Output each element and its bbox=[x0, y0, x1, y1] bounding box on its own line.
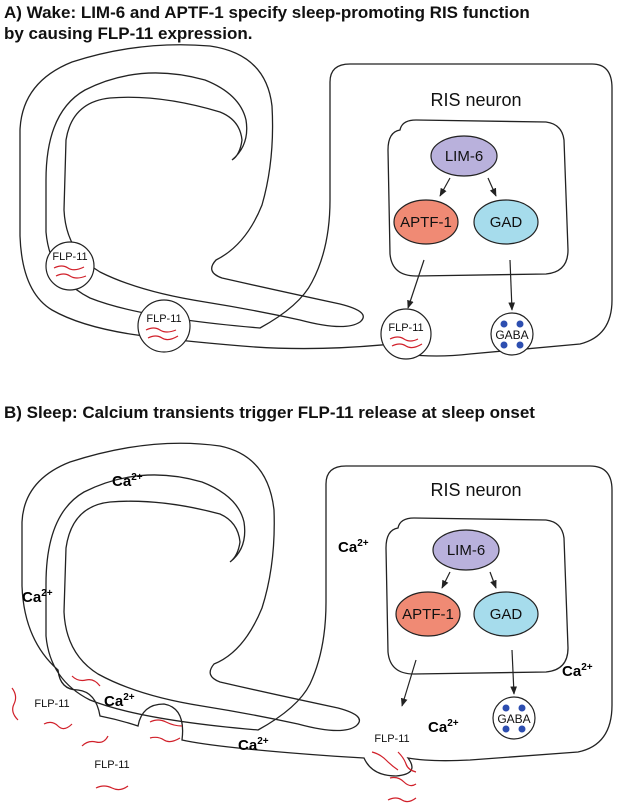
panel-b-arrow-lim6-gad bbox=[489, 571, 497, 589]
panel-a-title-line1: A) Wake: LIM-6 and APTF-1 specify sleep-… bbox=[4, 3, 530, 22]
panel-a-gaba-dot bbox=[516, 320, 524, 328]
panel-b-neuropeptide-line bbox=[43, 721, 73, 730]
panel-a-neuropeptide-line bbox=[389, 336, 419, 342]
panel-b-gad-oval bbox=[473, 591, 539, 637]
ca-label: Ca2+ bbox=[112, 472, 143, 490]
panel-a-neuron-body bbox=[19, 44, 613, 357]
panel-a-nucleus bbox=[387, 119, 569, 277]
panel-b-lim6-oval bbox=[432, 529, 500, 571]
panel-b-neuropeptide-line bbox=[397, 751, 417, 773]
ca-label: Ca2+ bbox=[338, 538, 369, 556]
panel-b-neuropeptide-line bbox=[371, 751, 399, 771]
panel-a-neuron-label: RIS neuron bbox=[430, 90, 521, 110]
ca-label: Ca2+ bbox=[238, 736, 269, 754]
panel-b-arrow-aptf1-flp11 bbox=[400, 659, 417, 707]
panel-b-gaba-dot bbox=[518, 725, 526, 733]
panel-b-neuropeptide-line bbox=[71, 675, 101, 687]
panel-a-gaba-label: GABA bbox=[495, 328, 528, 342]
panel-b-neuron-label: RIS neuron bbox=[430, 480, 521, 500]
panel-a-gaba-dot bbox=[500, 341, 508, 349]
panel-a-lim6-label: LIM-6 bbox=[445, 148, 483, 165]
panel-a-arrow-lim6-aptf1 bbox=[439, 177, 451, 197]
panel-b-neuropeptide-line bbox=[81, 735, 109, 747]
panel-b-title: B) Sleep: Calcium transients trigger FLP… bbox=[4, 403, 535, 422]
panel-a-flp11-vesicle-middle bbox=[137, 299, 191, 353]
panel-a-title: A) Wake: LIM-6 and APTF-1 specify sleep-… bbox=[4, 2, 530, 44]
panel-b-arrow-gad-gaba bbox=[510, 649, 518, 695]
panel-b-neuropeptide-line bbox=[387, 797, 417, 803]
panel-b-gaba-label: GABA bbox=[497, 712, 530, 726]
panel-b-flp11-label-middle: FLP-11 bbox=[94, 759, 129, 771]
panel-a-neuropeptide-line bbox=[53, 265, 85, 271]
panel-a-flp11-label-left: FLP-11 bbox=[52, 251, 87, 263]
ca-label: Ca2+ bbox=[22, 588, 53, 606]
panel-b-neuropeptide-line bbox=[389, 776, 417, 787]
panel-b-gaba-dot bbox=[502, 704, 510, 712]
panel-a-neuropeptide-line bbox=[391, 343, 423, 349]
ca-label: Ca2+ bbox=[562, 662, 593, 680]
panel-a-aptf1-oval bbox=[393, 199, 459, 245]
panel-a-flp11-label-middle: FLP-11 bbox=[146, 313, 181, 325]
panel-a-lim6-oval bbox=[430, 135, 498, 177]
panel-a-gaba-dot bbox=[516, 341, 524, 349]
panel-b-aptf1-oval bbox=[395, 591, 461, 637]
panel-a-flp11-vesicle-soma bbox=[380, 308, 432, 360]
panel-b-neuropeptide-line bbox=[149, 736, 181, 743]
panel-a-arrow-aptf1-flp11 bbox=[407, 259, 425, 309]
panel-b-neuron-body bbox=[21, 442, 613, 777]
panel-a-gad-label: GAD bbox=[490, 214, 523, 231]
panel-a-diagram: RIS neuron LIM-6 APTF-1 GAD FLP-11 GABA … bbox=[19, 44, 613, 360]
panel-a-neuropeptide-line bbox=[147, 335, 179, 341]
panel-a-neuropeptide-line bbox=[55, 273, 87, 279]
panel-b-nucleus bbox=[385, 517, 569, 675]
panel-b-lim6-label: LIM-6 bbox=[447, 542, 485, 559]
panel-a-arrow-lim6-gad bbox=[487, 177, 497, 197]
panel-a-flp11-vesicle-left bbox=[45, 241, 95, 291]
panel-a-gaba-dot bbox=[500, 320, 508, 328]
panel-b-flp11-label-soma: FLP-11 bbox=[374, 733, 409, 745]
panel-a-flp11-label-soma: FLP-11 bbox=[388, 322, 423, 334]
panel-b-arrow-lim6-aptf1 bbox=[441, 571, 451, 589]
panel-b-aptf1-label: APTF-1 bbox=[402, 606, 454, 623]
panel-b-diagram: RIS neuron LIM-6 APTF-1 GAD GABA FLP-11 … bbox=[11, 442, 613, 803]
panel-b-flp11-label-left: FLP-11 bbox=[34, 698, 69, 710]
panel-b-neuropeptide-line bbox=[95, 785, 129, 791]
panel-a-aptf1-label: APTF-1 bbox=[400, 214, 452, 231]
panel-b-gaba-dot bbox=[518, 704, 526, 712]
panel-a-neuropeptide-line bbox=[145, 327, 177, 333]
ca-label: Ca2+ bbox=[428, 718, 459, 736]
panel-a-arrow-gad-gaba bbox=[508, 259, 516, 311]
panel-b-neuropeptide-line bbox=[11, 687, 19, 721]
panel-a-title-line2: by causing FLP-11 expression. bbox=[4, 24, 253, 43]
ca-label: Ca2+ bbox=[104, 692, 135, 710]
panel-b-gaba-dot bbox=[502, 725, 510, 733]
panel-a-gad-oval bbox=[473, 199, 539, 245]
panel-b-gad-label: GAD bbox=[490, 606, 523, 623]
panel-b-neuropeptide-line bbox=[149, 719, 183, 727]
